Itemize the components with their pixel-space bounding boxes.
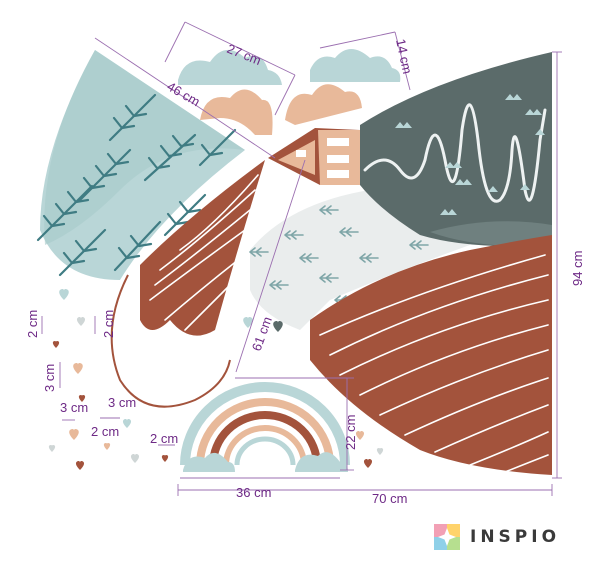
slate-hill-shade xyxy=(430,221,552,247)
rainbow xyxy=(180,382,350,466)
dimension-lines xyxy=(41,21,562,496)
dim-label-2cm-mid: 2 cm xyxy=(101,310,116,338)
tiny-trees xyxy=(395,94,545,215)
dim-label-2cm-left: 2 cm xyxy=(25,310,40,338)
cloud-right xyxy=(285,49,401,125)
rainbow-clouds xyxy=(183,452,348,472)
dim-label-3cm-vertical: 3 cm xyxy=(42,364,57,392)
cloud-left xyxy=(178,49,282,135)
house xyxy=(268,128,360,185)
vine xyxy=(110,274,231,408)
slate-hill xyxy=(360,52,552,247)
teal-mountain-shade xyxy=(44,50,245,245)
brand-logo: INSPIO xyxy=(434,524,560,550)
inspio-logo-icon xyxy=(434,524,460,550)
rust-mountain-stripes xyxy=(149,174,259,331)
dim-label-22cm: 22 cm xyxy=(343,415,358,450)
brand-name: INSPIO xyxy=(470,527,561,547)
hearts xyxy=(48,289,384,470)
dim-label-2cm-low: 2 cm xyxy=(91,424,119,439)
dim-label-2cm-right: 2 cm xyxy=(150,431,178,446)
dim-label-14cm: 14 cm xyxy=(393,38,415,76)
dim-label-3cm-a: 3 cm xyxy=(60,400,88,415)
fern-leaves xyxy=(36,93,237,277)
dim-label-94cm: 94 cm xyxy=(570,251,585,286)
dim-label-3cm-b: 3 cm xyxy=(108,395,136,410)
rust-hill-stripes xyxy=(319,254,549,473)
rust-hill xyxy=(310,235,552,475)
wave-line xyxy=(363,103,547,203)
dim-label-36cm: 36 cm xyxy=(236,485,271,500)
dim-label-70cm: 70 cm xyxy=(372,491,407,506)
